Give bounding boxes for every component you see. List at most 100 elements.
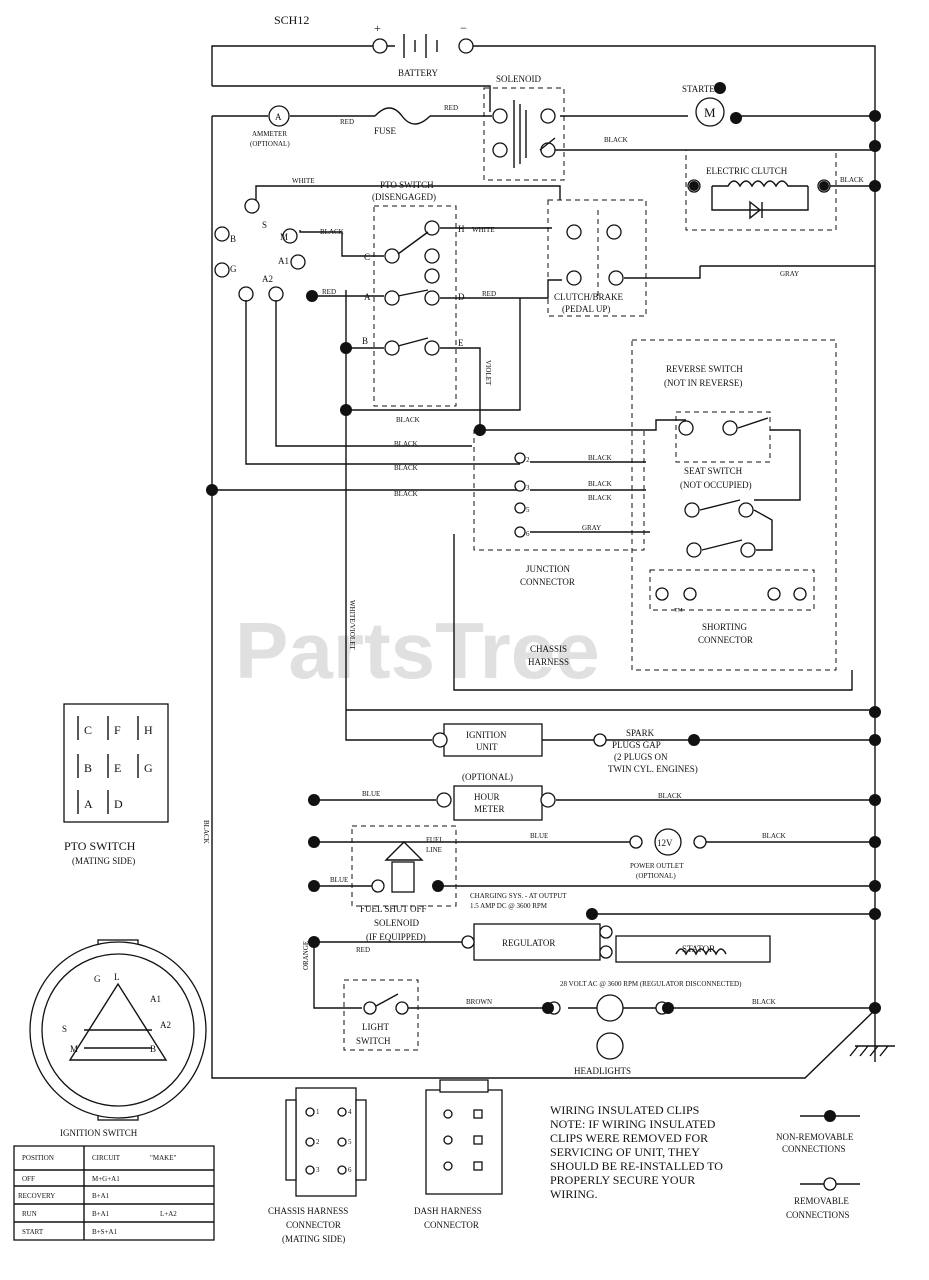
diagram-id: SCH12 xyxy=(274,13,309,27)
jc-pin-5: 5 xyxy=(526,506,530,514)
ign-pin-b: B xyxy=(230,234,236,244)
table-row: RECOVERY B+A1 xyxy=(18,1192,110,1200)
battery-label: BATTERY xyxy=(398,68,439,78)
ignition-unit-line1: IGNITION xyxy=(466,730,507,740)
wire-black-7: BLACK xyxy=(394,490,418,498)
ign-pin-s: S xyxy=(262,220,267,230)
wire-black-9: BLACK xyxy=(588,480,612,488)
wire-red-5: RED xyxy=(356,946,370,954)
solenoid: SOLENOID xyxy=(483,74,565,181)
ignsw-a1: A1 xyxy=(150,994,161,1004)
ignsw-a2: A2 xyxy=(160,1020,171,1030)
light-switch: LIGHT SWITCH xyxy=(343,979,419,1051)
wire-black-1: BLACK xyxy=(604,136,628,144)
ign-pin-g: G xyxy=(230,264,237,274)
pto-switch-label: PTO SWITCH xyxy=(380,180,434,190)
stator: STATOR xyxy=(615,935,771,963)
battery-plus: + xyxy=(374,21,381,35)
fuel-line-2: LINE xyxy=(426,846,442,854)
pto-switch-note: (DISENGAGED) xyxy=(372,192,436,202)
hour-meter: (OPTIONAL) HOUR METER xyxy=(436,772,556,821)
pto-pin-d: D xyxy=(458,292,465,302)
spark-line4: TWIN CYL. ENGINES) xyxy=(608,764,698,774)
dash-connector-line1: DASH HARNESS xyxy=(414,1206,482,1216)
table-cell: M+G+A1 xyxy=(92,1175,120,1183)
ignsw-b: B xyxy=(150,1044,156,1054)
chassis-harness-line2: HARNESS xyxy=(528,657,569,667)
fuel-shutoff-solenoid: FUEL LINE FUEL SHUT OFF SOLENOID (IF EQU… xyxy=(351,825,457,942)
wire-black-3: BLACK xyxy=(320,228,344,236)
solenoid-label: SOLENOID xyxy=(496,74,541,84)
seat-switch: SEAT SWITCH (NOT OCCUPIED) xyxy=(680,429,801,558)
table-cell: B+A1 xyxy=(92,1192,110,1200)
table-row: OFF M+G+A1 xyxy=(22,1175,120,1183)
chc-pin: 2 xyxy=(316,1138,320,1146)
ignition-switch-table: POSITION CIRCUIT "MAKE" OFF M+G+A1 RECOV… xyxy=(13,1145,215,1241)
ammeter-symbol: A xyxy=(275,112,282,122)
wire-white-2: WHITE xyxy=(472,226,495,234)
note-line7: WIRING. xyxy=(550,1187,598,1201)
pto-mating-cell: C xyxy=(84,723,92,737)
clutch-brake-note: (PEDAL UP) xyxy=(562,304,610,314)
ignition-unit-line2: UNIT xyxy=(476,742,498,752)
charging-line2: 1.5 AMP DC @ 3600 RPM xyxy=(470,902,548,910)
seat-switch-note: (NOT OCCUPIED) xyxy=(680,480,752,490)
spark-line1: SPARK xyxy=(626,728,655,738)
legend-nonremovable-2: CONNECTIONS xyxy=(782,1144,846,1154)
shorting-line2: CONNECTOR xyxy=(698,635,753,645)
note-line5: SHOULD BE RE-INSTALLED TO xyxy=(550,1159,723,1173)
pto-mating-cell: E xyxy=(114,761,121,775)
table-header: CIRCUIT xyxy=(92,1154,121,1162)
wire-black-12: BLACK xyxy=(762,832,786,840)
wire-red-2: RED xyxy=(444,104,458,112)
battery: + − BATTERY xyxy=(372,21,474,78)
note-line1: WIRING INSULATED CLIPS xyxy=(550,1103,699,1117)
pto-mating-title: PTO SWITCH xyxy=(64,839,136,853)
junction-connector: 2 3 5 6 JUNCTION CONNECTOR xyxy=(473,429,645,587)
dash-connector-line2: CONNECTOR xyxy=(424,1220,479,1230)
ignition-unit: IGNITION UNIT xyxy=(432,723,543,757)
electric-clutch: ELECTRIC CLUTCH xyxy=(685,149,837,231)
wire-white-1: WHITE xyxy=(292,177,315,185)
chassis-harness-connector: 1 4 2 5 3 6 CHASSIS HARNESS CONNECTOR (M… xyxy=(268,1087,367,1244)
note-line4: SERVICING OF UNIT, THEY xyxy=(550,1145,700,1159)
pto-mating-cell: A xyxy=(84,797,93,811)
charging-line1: CHARGING SYS. - AT OUTPUT xyxy=(470,892,567,900)
junction-line2: CONNECTOR xyxy=(520,577,575,587)
pto-mating-row-2: B E G xyxy=(84,761,153,775)
stator-label: STATOR xyxy=(682,944,715,954)
power-outlet-line1: POWER OUTLET xyxy=(630,862,684,870)
pto-pin-b: B xyxy=(362,336,368,346)
wire-black-10: BLACK xyxy=(588,494,612,502)
power-outlet: 12V POWER OUTLET (OPTIONAL) xyxy=(629,828,707,880)
chc-pin: 1 xyxy=(316,1108,320,1116)
table-cell: B+S+A1 xyxy=(92,1228,118,1236)
wire-black-8: BLACK xyxy=(588,454,612,462)
pto-pin-c: C xyxy=(364,252,370,262)
ignsw-m: M xyxy=(70,1044,78,1054)
reverse-switch-label: REVERSE SWITCH xyxy=(666,364,743,374)
chc-pin: 4 xyxy=(348,1108,352,1116)
chassis-harness-line1: CHASSIS xyxy=(530,644,567,654)
table-cell: RECOVERY xyxy=(18,1192,55,1200)
pto-mating-diagram: C F H B E G A D PTO SWITCH (MATING SIDE) xyxy=(63,703,169,866)
ammeter: A AMMETER (OPTIONAL) xyxy=(250,105,290,148)
table-header: POSITION xyxy=(22,1154,54,1162)
seat-switch-label: SEAT SWITCH xyxy=(684,466,743,476)
spark-line3: (2 PLUGS ON xyxy=(614,752,668,762)
wire-black-4: BLACK xyxy=(396,416,420,424)
clutch-brake-switch: CLUTCH/BRAKE (PEDAL UP) xyxy=(547,199,647,317)
wire-brown: BROWN xyxy=(466,998,492,1006)
hour-meter-line2: METER xyxy=(474,804,505,814)
legend-removable-2: CONNECTIONS xyxy=(786,1210,850,1220)
wire-blue-1: BLUE xyxy=(362,790,380,798)
headlights-label: HEADLIGHTS xyxy=(574,1066,631,1076)
wire-white-violet: WHITE/VIOLET xyxy=(348,600,356,650)
light-switch-line2: SWITCH xyxy=(356,1036,391,1046)
table-cell: L+A2 xyxy=(160,1210,177,1218)
pto-mating-cell: H xyxy=(144,723,153,737)
pto-mating-row-1: C F H xyxy=(84,723,153,737)
fuse-label: FUSE xyxy=(374,126,397,136)
connection-dots xyxy=(206,82,881,1014)
